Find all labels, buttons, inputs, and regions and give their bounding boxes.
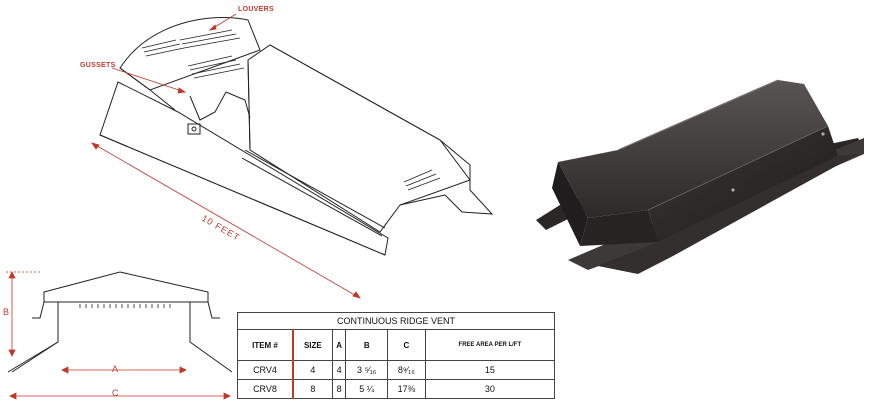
- table-title: CONTINUOUS RIDGE VENT: [237, 312, 555, 330]
- cross-section-drawing: [6, 271, 233, 400]
- cell-size: 4: [292, 360, 333, 380]
- header-a: A: [331, 329, 347, 361]
- louvers-label: LOUVERS: [238, 6, 274, 13]
- cell-item: CRV4: [236, 360, 294, 380]
- dimension-b-label: B: [3, 307, 10, 317]
- cell-item: CRV8: [236, 379, 294, 399]
- header-size: SIZE: [292, 329, 333, 361]
- gussets-label: GUSSETS: [80, 62, 116, 69]
- cell-b: 5 ¼: [345, 379, 388, 399]
- header-free-area: FREE AREA PER L/FT: [424, 329, 556, 361]
- cell-free-area: 15: [424, 360, 556, 380]
- header-b: B: [345, 329, 388, 361]
- dimension-a-label: A: [112, 364, 119, 374]
- table-row: CRV4 4 4 3 ⁵⁄₁₆ 8⁹⁄₁₆ 15: [236, 360, 556, 380]
- cell-c: 8⁹⁄₁₆: [386, 360, 426, 380]
- cell-c: 17⅜: [386, 379, 426, 399]
- header-item: ITEM #: [236, 329, 294, 361]
- cell-b: 3 ⁵⁄₁₆: [345, 360, 388, 380]
- table-row: CRV8 8 8 5 ¼ 17⅜ 30: [236, 379, 556, 399]
- cell-a: 8: [331, 379, 347, 399]
- cell-free-area: 30: [424, 379, 556, 399]
- table-header-row: ITEM # SIZE A B C FREE AREA PER L/FT: [236, 329, 556, 361]
- cell-a: 4: [331, 360, 347, 380]
- spec-table: CONTINUOUS RIDGE VENT ITEM # SIZE A B C …: [236, 312, 556, 399]
- header-c: C: [386, 329, 426, 361]
- dimension-c-label: C: [112, 388, 119, 398]
- product-photo: [536, 79, 864, 274]
- cell-size: 8: [292, 379, 333, 399]
